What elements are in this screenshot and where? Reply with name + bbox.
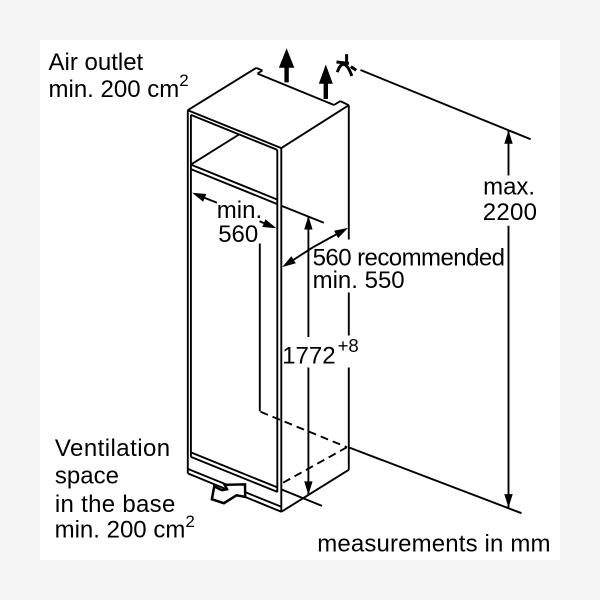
svg-text:measurements in mm: measurements in mm [317, 531, 550, 558]
svg-text:Ventilation: Ventilation [55, 435, 171, 462]
svg-text:min. 200 cm2: min. 200 cm2 [49, 71, 189, 103]
svg-text:2200: 2200 [483, 199, 538, 226]
svg-text:in the base: in the base [55, 491, 176, 518]
svg-text:Air outlet: Air outlet [49, 49, 144, 76]
svg-text:max.: max. [483, 174, 535, 201]
svg-text:560: 560 [218, 221, 258, 248]
svg-text:min. 550: min. 550 [313, 267, 405, 294]
svg-text:min.: min. [217, 197, 262, 224]
svg-text:min. 200 cm2: min. 200 cm2 [55, 512, 195, 544]
svg-text:space: space [55, 462, 119, 489]
svg-text:560 recommended: 560 recommended [313, 244, 505, 271]
